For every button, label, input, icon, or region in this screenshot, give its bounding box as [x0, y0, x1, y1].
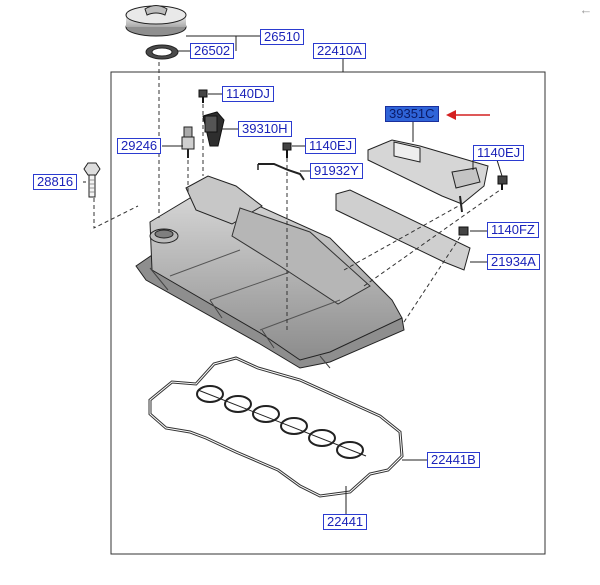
- leader-lines: [83, 35, 503, 514]
- label-28816[interactable]: 28816: [33, 174, 78, 190]
- bolt-28816: [83, 162, 101, 198]
- gasket-outer: [148, 356, 404, 498]
- label-1140ej-right[interactable]: 1140EJ: [473, 145, 525, 161]
- label-1140fz[interactable]: 1140FZ: [487, 222, 539, 238]
- label-1140dj[interactable]: 1140DJ: [222, 86, 274, 102]
- label-1140ej-center[interactable]: 1140EJ: [305, 138, 357, 154]
- bolt-1140ej-right: [497, 175, 508, 190]
- bolt-1140dj: [198, 89, 208, 103]
- arrow-left-icon[interactable]: ←: [579, 2, 593, 17]
- assembly-frame: [110, 71, 546, 555]
- oil-filler-cap: [125, 5, 187, 37]
- label-39351c[interactable]: 39351C: [385, 106, 439, 122]
- bolt-1140fz: [458, 226, 469, 236]
- pointer-arrow: [446, 110, 490, 120]
- label-39310h[interactable]: 39310H: [238, 121, 292, 137]
- bracket-91932y: [258, 163, 305, 181]
- label-22441b[interactable]: 22441B: [427, 452, 480, 468]
- label-26510[interactable]: 26510: [260, 29, 305, 45]
- label-22410a[interactable]: 22410A: [313, 43, 366, 59]
- rocker-cover: [135, 175, 405, 369]
- plug-seal-gasket: [196, 385, 367, 459]
- bolt-1140ej-center: [282, 142, 292, 158]
- label-29246[interactable]: 29246: [117, 138, 162, 154]
- label-21934a[interactable]: 21934A: [487, 254, 540, 270]
- bracket-39351c: [367, 139, 489, 213]
- label-22441[interactable]: 22441: [323, 514, 368, 530]
- cap-seal-ring: [145, 44, 179, 60]
- baffle-plate-21934a: [335, 189, 471, 271]
- label-91932y[interactable]: 91932Y: [310, 163, 363, 179]
- valve-29246: [181, 126, 195, 158]
- label-26502[interactable]: 26502: [190, 43, 235, 59]
- sensor-part: [202, 111, 225, 147]
